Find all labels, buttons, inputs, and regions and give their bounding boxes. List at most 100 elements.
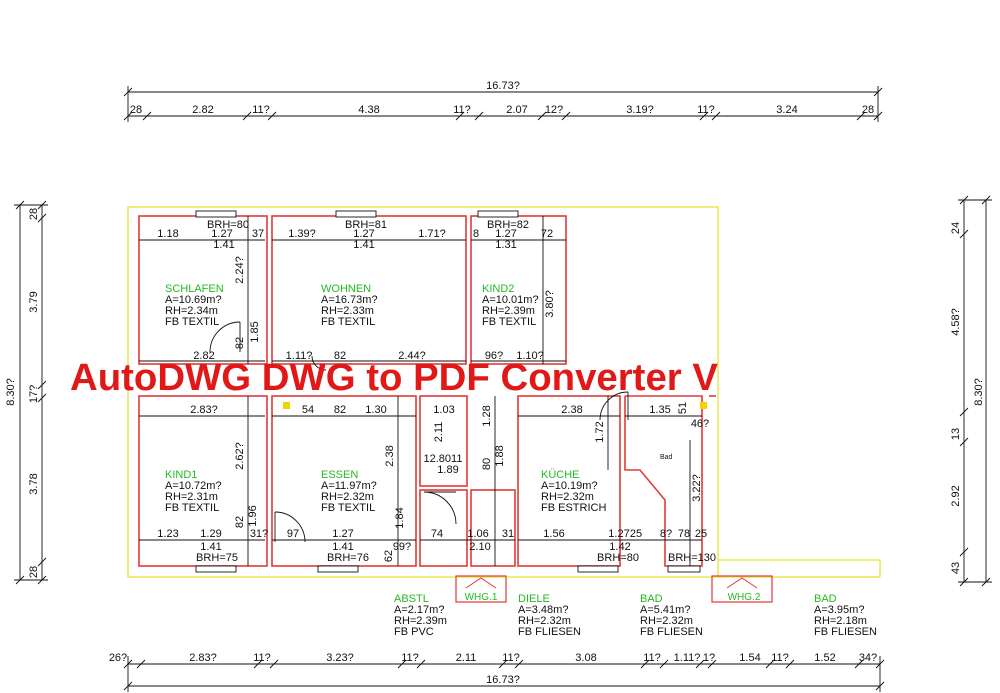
inner-dim: 1.41	[353, 239, 374, 251]
dim-bottom-seg: 3.23?	[326, 652, 354, 664]
room-area: A=10.72m?	[165, 480, 222, 492]
room-floor: FB FLIESEN	[518, 626, 581, 638]
inner-dim: 99?	[393, 541, 411, 553]
room-height: RH=2.32m	[541, 491, 594, 503]
brh-label: BRH=80	[597, 552, 639, 564]
inner-dim: 1.03	[433, 404, 454, 416]
dim-top-seg: 2.07	[506, 104, 527, 116]
dim-bottom-seg: 26?	[109, 652, 127, 664]
dim-bottom-seg: 11?	[401, 652, 419, 664]
room-height: RH=2.32m	[321, 491, 374, 503]
inner-dim: 25	[695, 528, 707, 540]
dim-left-total: 8.30?	[5, 378, 17, 406]
watermark-text: AutoDWG DWG to PDF Converter V	[70, 357, 719, 399]
room-area: A=10.19m?	[541, 480, 598, 492]
room-height: RH=2.32m	[518, 615, 571, 627]
brh-label: BRH=80	[207, 219, 249, 231]
dim-top-seg: 3.24	[776, 104, 797, 116]
inner-dim: 12.8011	[424, 453, 463, 465]
inner-dim: 1.31	[495, 239, 516, 251]
inner-dim: 37	[252, 228, 264, 240]
inner-dim: 2.38	[384, 445, 396, 466]
room-name: KIND2	[482, 283, 514, 295]
dimension-chain-top: 16.73? 28 2.82 11? 4.38 11? 2.07 12? 3.1…	[123, 80, 883, 122]
room-floor: FB TEXTIL	[321, 316, 375, 328]
inner-dim: 25	[630, 528, 642, 540]
inner-dim: 80	[481, 458, 493, 470]
inner-dim: 72	[541, 228, 553, 240]
brh-labels: BRH=80 BRH=81 BRH=82 BRH=75 BRH=76 BRH=8…	[196, 219, 716, 564]
inner-dim: 1.23	[157, 528, 178, 540]
inner-dim: 1.96	[247, 505, 259, 526]
dim-left-seg: 3.78	[28, 473, 40, 494]
inner-dim: 2.24?	[234, 256, 246, 284]
room-name: DIELE	[518, 593, 550, 605]
room-name: WOHNEN	[321, 283, 371, 295]
inner-dim: 1.71?	[418, 228, 446, 240]
dim-bottom-seg: 1.52	[814, 652, 835, 664]
inner-dim: 1.30	[365, 404, 386, 416]
dim-top-seg: 11?	[252, 104, 270, 116]
inner-dim: 2.82	[193, 350, 214, 362]
room-name: KÜCHE	[541, 469, 580, 481]
dim-bottom-seg: 1.11?	[674, 652, 701, 664]
room-name: BAD	[814, 593, 837, 605]
inner-dim: 1.27	[211, 228, 232, 240]
dim-bottom-seg: 1.54	[739, 652, 760, 664]
whg-2-entrance: WHG.2	[711, 575, 773, 603]
whg-1-entrance: WHG.1	[455, 575, 507, 603]
room-label-schlafen: SCHLAFEN A=10.69m? RH=2.34m FB TEXTIL	[165, 283, 224, 328]
inner-dim: 31	[502, 528, 514, 540]
inner-dim: 82	[234, 516, 246, 528]
dimension-chain-right: 24 4.58? 13 2.92 43 8.30?	[950, 195, 992, 587]
room-height: RH=2.33m	[321, 305, 374, 317]
room-floor: FB PVC	[394, 626, 434, 638]
dim-left-seg: 28	[28, 566, 40, 578]
dimension-chain-left: 8.30? 28 3.79 17? 3.78 28	[5, 200, 48, 585]
dim-bottom-seg: 11?	[643, 652, 661, 664]
inner-dim: 1.41	[213, 239, 234, 251]
dim-top-seg: 4.38	[358, 104, 379, 116]
inner-dim: 2.44?	[398, 350, 426, 362]
inner-dim: 1.27	[608, 528, 629, 540]
inner-dim: 1.35	[649, 404, 670, 416]
room-floor: FB FLIESEN	[814, 626, 877, 638]
dim-left-seg: 17?	[28, 385, 40, 403]
room-floor: FB ESTRICH	[541, 502, 606, 514]
room-label-wohnen: WOHNEN A=16.73m? RH=2.33m FB TEXTIL	[321, 283, 378, 328]
inner-dim: 1.27	[353, 228, 374, 240]
dim-top-seg: 3.19?	[626, 104, 654, 116]
inner-dim: 82	[334, 350, 346, 362]
room-area: A=3.48m?	[518, 604, 568, 616]
inner-dim: 2.38	[561, 404, 582, 416]
dim-bottom-seg: 11?	[502, 652, 520, 664]
dim-top-seg: 12?	[545, 104, 563, 116]
dim-bottom-seg: 3.08	[575, 652, 596, 664]
dim-top-seg: 11?	[697, 104, 715, 116]
brh-label: BRH=76	[327, 552, 369, 564]
room-label-abstl: ABSTL A=2.17m? RH=2.39m FB PVC	[394, 593, 447, 638]
room-area: A=2.17m?	[394, 604, 444, 616]
room-name: BAD	[640, 593, 663, 605]
whg-label: WHG.2	[728, 592, 761, 603]
inner-dim: 1.29	[200, 528, 221, 540]
room-height: RH=2.32m	[640, 615, 693, 627]
room-height: RH=2.18m	[814, 615, 867, 627]
room-name: ESSEN	[321, 469, 358, 481]
inner-dim: 2.62?	[234, 442, 246, 470]
brh-label: BRH=82	[487, 219, 529, 231]
inner-dim: 1.39?	[288, 228, 316, 240]
room-name: SCHLAFEN	[165, 283, 224, 295]
dim-bottom-seg: 11?	[771, 652, 789, 664]
brh-label: BRH=81	[345, 219, 387, 231]
room-floor: FB TEXTIL	[165, 502, 219, 514]
inner-dim: 46?	[691, 418, 709, 430]
dim-right-seg: 4.58?	[950, 308, 962, 336]
dim-bottom-total: 16.73?	[486, 674, 520, 686]
inner-dim: 1.10?	[516, 350, 544, 362]
inner-dim: 1.89	[437, 464, 458, 476]
room-label-kueche: KÜCHE A=10.19m? RH=2.32m FB ESTRICH	[541, 469, 606, 514]
inner-dim: 2.83?	[190, 404, 218, 416]
inner-dim: 1.88	[494, 445, 506, 466]
